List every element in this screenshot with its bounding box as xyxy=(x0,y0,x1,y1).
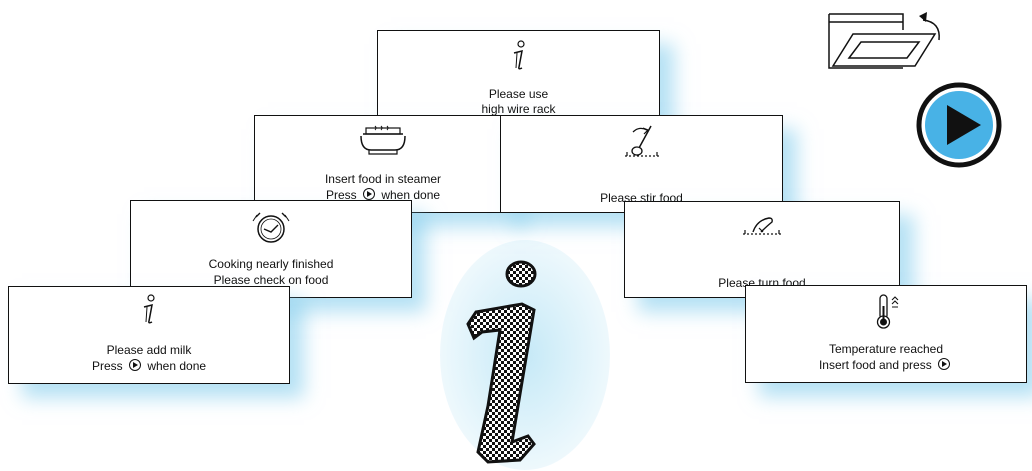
panel-turn-food: Please turn food xyxy=(624,201,900,298)
divider xyxy=(289,298,290,334)
temperature-line1: Temperature reached xyxy=(828,342,944,356)
steamer-line1: Insert food in steamer xyxy=(324,172,442,186)
milk-line2: Press when done xyxy=(91,359,207,373)
panel-timer: Cooking nearly finished Please check on … xyxy=(130,200,412,298)
steamer-icon xyxy=(360,125,406,155)
large-info-icon xyxy=(466,260,537,464)
info-icon xyxy=(143,294,155,324)
panel-milk: Please add milk Press when done xyxy=(8,286,290,384)
wire-rack-line1: Please use xyxy=(488,87,549,101)
alarm-clock-icon xyxy=(252,212,290,243)
timer-line2: Please check on food xyxy=(213,273,329,287)
steamer-line2: Press when done xyxy=(325,188,441,202)
play-small-icon xyxy=(938,358,951,370)
turn-food-icon xyxy=(743,217,781,235)
divider xyxy=(411,213,412,249)
play-small-icon xyxy=(362,188,375,200)
play-small-icon xyxy=(128,359,141,371)
thermometer-icon xyxy=(876,294,899,329)
info-icon xyxy=(513,40,525,70)
timer-line1: Cooking nearly finished xyxy=(208,257,334,271)
wire-rack-line2: high wire rack xyxy=(481,102,556,116)
panel-temperature: Temperature reached Insert food and pres… xyxy=(745,285,1027,383)
milk-line1: Please add milk xyxy=(106,343,192,357)
panel-steamer: Insert food in steamer Press when done xyxy=(254,115,512,213)
play-button-icon[interactable] xyxy=(916,82,1004,170)
oven-door-open-icon xyxy=(828,12,940,69)
temperature-line2: Insert food and press xyxy=(746,358,1026,373)
stir-spoon-icon xyxy=(624,125,659,157)
panel-stir: Please stir food xyxy=(500,115,783,213)
